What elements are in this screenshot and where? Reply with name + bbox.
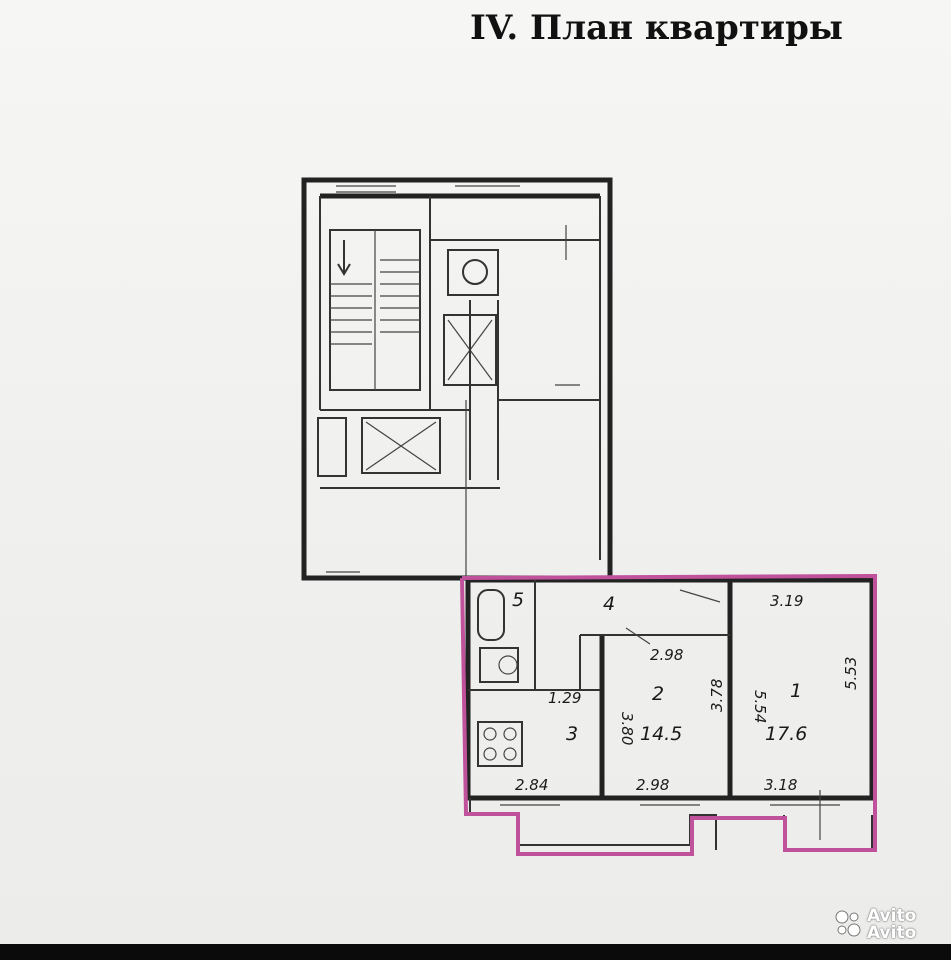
room-1-area: 17.6 bbox=[765, 723, 807, 745]
room-labels: 1 17.6 2 14.5 3 4 5 bbox=[512, 589, 807, 745]
dim-room2-right: 3.78 bbox=[708, 679, 726, 712]
stairwell-block bbox=[301, 177, 613, 581]
dim-room1-bottom: 3.18 bbox=[764, 776, 797, 794]
room-2-number: 2 bbox=[652, 683, 664, 705]
avito-watermark: Avito Avito bbox=[833, 902, 943, 942]
dim-room2-top: 2.98 bbox=[650, 646, 683, 664]
avito-logo-icon bbox=[835, 910, 861, 937]
page-title: IV. План квартиры bbox=[470, 8, 843, 48]
apartment-highlight bbox=[460, 573, 877, 856]
dimension-labels: 3.19 5.54 5.53 3.18 2.98 3.80 3.78 2.98 … bbox=[515, 592, 860, 794]
room-4-number: 4 bbox=[603, 593, 615, 615]
bathtub bbox=[477, 589, 505, 641]
watermark-line-1: Avito bbox=[867, 906, 917, 926]
staircase bbox=[329, 229, 421, 391]
chute-circle bbox=[462, 259, 488, 285]
dim-hall-small: 1.29 bbox=[548, 689, 581, 707]
dim-room1-right: 5.53 bbox=[842, 657, 860, 690]
stove bbox=[477, 721, 523, 767]
dim-room1-left: 5.54 bbox=[751, 690, 769, 723]
toilet-area bbox=[479, 647, 519, 683]
bottom-bar bbox=[0, 944, 951, 960]
room-1-number: 1 bbox=[790, 680, 802, 702]
dim-room1-top: 3.19 bbox=[770, 592, 803, 610]
apartment-plan bbox=[465, 577, 875, 851]
dim-room2-left: 3.80 bbox=[618, 712, 636, 745]
dim-kitchen-bottom: 2.84 bbox=[515, 776, 548, 794]
room-2-area: 14.5 bbox=[640, 723, 682, 745]
room-5-number: 5 bbox=[512, 589, 524, 611]
room-3-number: 3 bbox=[566, 723, 578, 745]
dim-room2-bottom: 2.98 bbox=[636, 776, 669, 794]
watermark-line-2: Avito bbox=[867, 923, 917, 943]
